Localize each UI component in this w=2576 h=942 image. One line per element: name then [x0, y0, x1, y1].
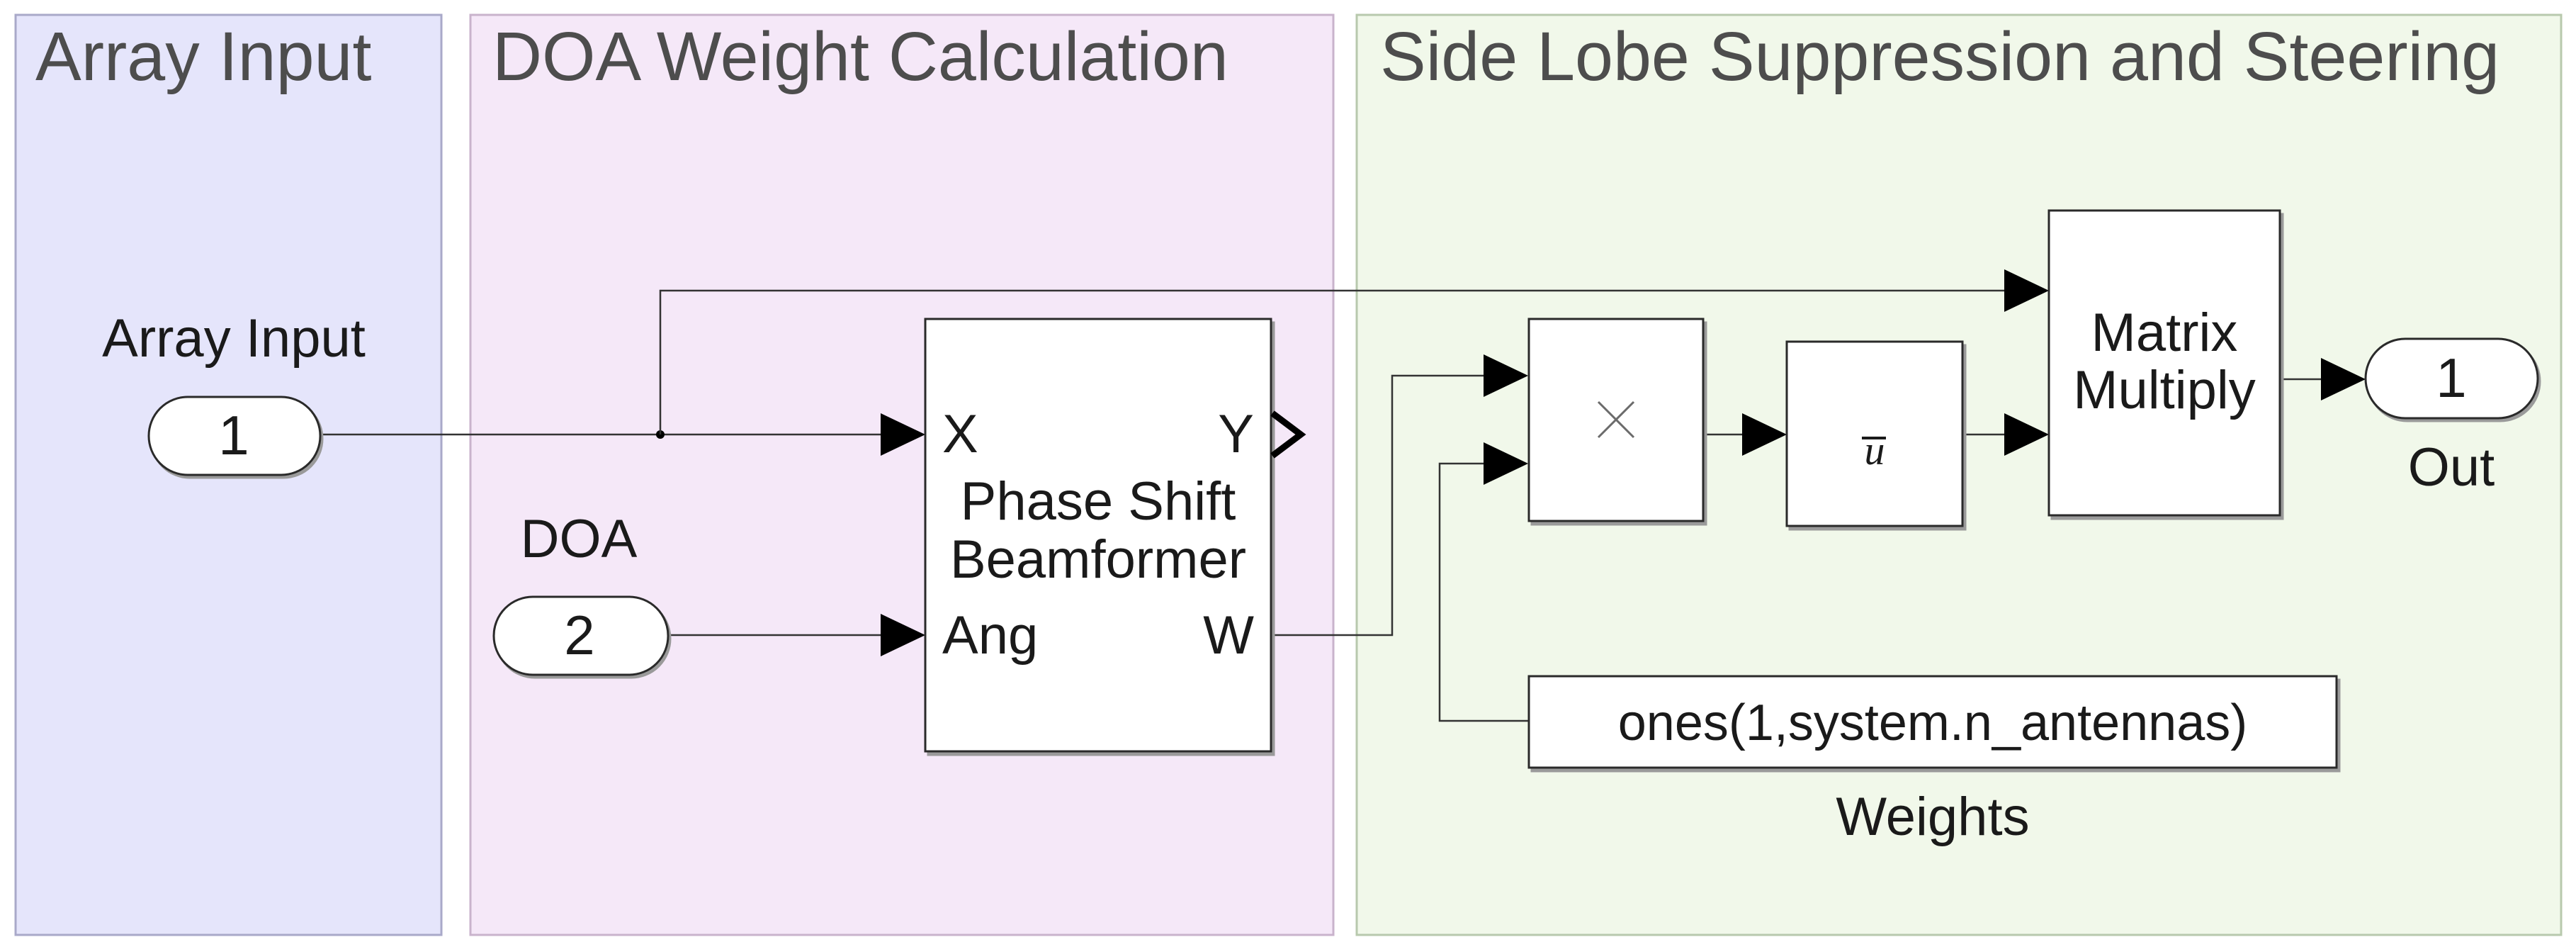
arrowhead-ang [881, 614, 925, 656]
beamformer-port-w: W [1203, 605, 1254, 666]
arrowhead-conj-in [1742, 413, 1787, 456]
arrowhead-x [881, 413, 925, 456]
area-title-array-input: Array Input [35, 18, 371, 95]
arrowhead-matmul-in2 [2004, 413, 2049, 456]
inport-array-input[interactable]: Array Input 1 [102, 308, 366, 476]
area-title-side-lobe: Side Lobe Suppression and Steering [1380, 18, 2499, 95]
matmul-label-line2: Multiply [2073, 360, 2256, 420]
inport-doa[interactable]: DOA 2 [492, 509, 670, 676]
outport-label: Out [2408, 437, 2495, 498]
arrowhead-product-in1 [1484, 354, 1528, 397]
beamformer-name-line2: Beamformer [950, 529, 1246, 590]
beamformer-port-ang: Ang [942, 605, 1038, 666]
product-block[interactable] [1527, 318, 1705, 522]
signal-lines [320, 269, 2366, 722]
constant-label-weights: Weights [1836, 787, 2029, 847]
unconnected-output-chevron-icon [1270, 410, 1306, 459]
area-title-doa-weight: DOA Weight Calculation [492, 18, 1228, 95]
wire-branch-to-matmul[interactable] [659, 289, 2006, 434]
beamformer-port-x: X [942, 404, 978, 464]
conjugate-symbol: u [1865, 427, 1885, 473]
inport-label-array-input: Array Input [102, 308, 366, 369]
arrowhead-out [2321, 358, 2366, 400]
matmul-label-line1: Matrix [2091, 303, 2238, 363]
outport-number: 1 [2436, 347, 2466, 409]
beamformer-name-line1: Phase Shift [961, 471, 1236, 532]
wire-weights-to-product[interactable] [1438, 462, 1529, 722]
multiply-icon [1597, 400, 1635, 439]
wire-w-to-product[interactable] [1271, 374, 1484, 637]
complex-conjugate-block[interactable]: u [1785, 340, 1964, 527]
area-array-input: Array Input [14, 13, 443, 936]
constant-weights-block[interactable]: ones(1,system.n_antennas) Weights [1527, 675, 2338, 847]
inport-number-doa: 2 [564, 604, 594, 666]
matrix-multiply-block[interactable]: Matrix Multiply [2047, 209, 2281, 517]
constant-value: ones(1,system.n_antennas) [1618, 695, 2248, 751]
inport-label-doa: DOA [521, 509, 638, 569]
outport-out[interactable]: 1 Out [2364, 337, 2539, 498]
arrowhead-product-in2 [1484, 442, 1528, 485]
arrowhead-matmul-in1 [2004, 269, 2049, 312]
inport-number-array-input: 1 [218, 404, 249, 466]
beamformer-port-y: Y [1218, 404, 1254, 464]
phase-shift-beamformer-block[interactable]: X Ang Y W Phase Shift Beamformer [924, 318, 1306, 753]
